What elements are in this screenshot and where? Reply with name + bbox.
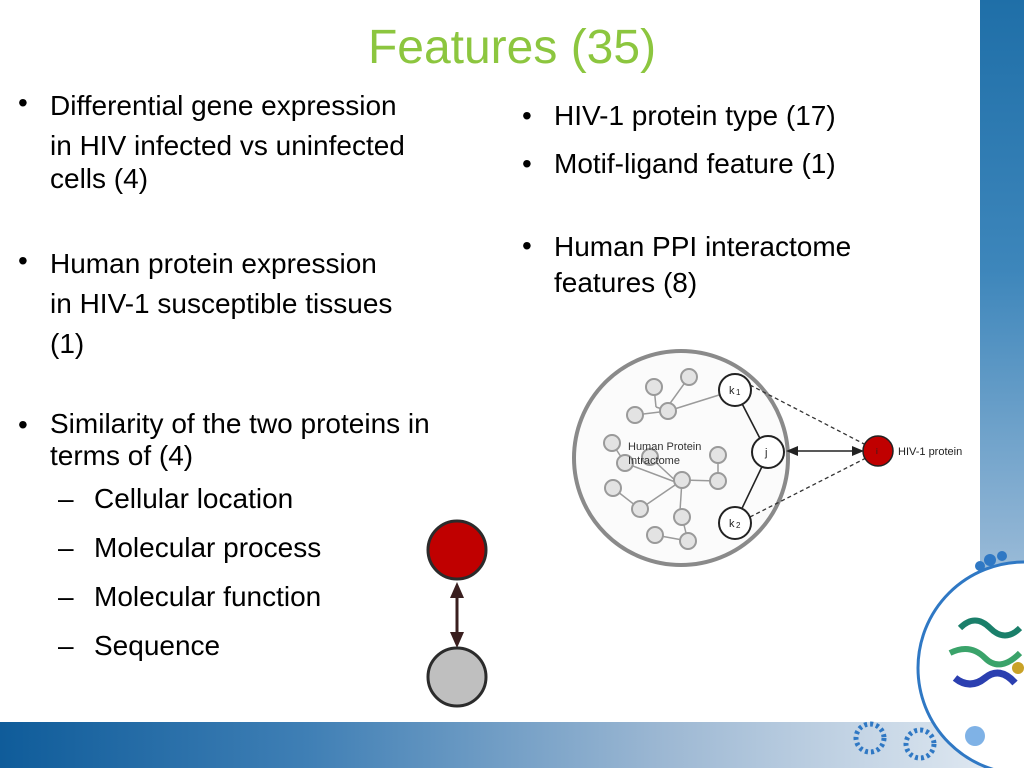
hiv-node-label: i	[876, 447, 878, 456]
slide-title: Features (35)	[367, 21, 657, 74]
node-j-label: j	[764, 447, 767, 459]
sub-list: – Cellular location – Molecular process …	[18, 474, 518, 670]
sub-item-sequence: – Sequence	[18, 621, 518, 670]
interactome-network-diagram: Human Protein Intractome k 1 j k 2 i HIV…	[572, 349, 962, 567]
arrow-head-left	[786, 446, 798, 456]
bullet-differential-expression: • Differential gene expression in HIV in…	[18, 86, 518, 194]
right-column: • HIV-1 protein type (17) • Motif-ligand…	[522, 97, 972, 301]
hiv-node-red	[426, 519, 488, 581]
hiv-protein-label: HIV-1 protein	[898, 446, 962, 458]
bullet-mark: •	[18, 87, 28, 118]
sub-item-label: Sequence	[94, 630, 221, 661]
hiv-protein-node	[862, 435, 894, 467]
node-j	[751, 435, 785, 469]
bullet-line: features (8)	[554, 267, 698, 298]
sub-item-molecular-function: – Molecular function	[18, 572, 518, 621]
bullet-line: Differential gene expression	[50, 90, 397, 121]
bullet-line: Similarity of the two proteins in	[50, 408, 430, 439]
dash-mark: –	[58, 581, 74, 612]
decorative-molecule-graphic	[853, 551, 1024, 768]
bullet-line: cells (4)	[50, 163, 149, 194]
bullet-hiv-protein-type: • HIV-1 protein type (17)	[522, 97, 972, 135]
interactome-label-line1: Human Protein	[628, 441, 701, 453]
bullet-mark: •	[522, 148, 532, 179]
sub-item-label: Cellular location	[94, 483, 294, 514]
node-k2-label: k	[729, 518, 735, 530]
dash-mark: –	[58, 532, 74, 563]
sub-item-label: Molecular process	[94, 532, 322, 563]
bullet-mark: •	[18, 245, 28, 276]
node-k1-subscript: 1	[736, 388, 741, 397]
arrow-head-down	[450, 632, 464, 648]
arrow-head-up	[450, 582, 464, 598]
dashed-edges	[749, 384, 869, 518]
bottom-decor-bar	[0, 722, 1024, 768]
bullet-mark: •	[18, 409, 28, 440]
bullet-line: Human PPI interactome	[554, 231, 852, 262]
bullet-motif-ligand: • Motif-ligand feature (1)	[522, 145, 972, 183]
virus-particle-icon	[853, 551, 1007, 761]
bullet-line: in HIV-1 susceptible tissues	[50, 288, 393, 319]
bullet-line: terms of (4)	[50, 440, 194, 471]
interactome-label-line2: Intractome	[628, 455, 680, 467]
bullet-mark: •	[522, 100, 532, 131]
protein-pair-diagram	[426, 519, 488, 708]
bullet-line: (1)	[50, 328, 85, 359]
dash-mark: –	[58, 630, 74, 661]
node-k1-label: k	[729, 385, 735, 397]
node-k2-subscript: 2	[736, 521, 741, 530]
sub-item-molecular-process: – Molecular process	[18, 523, 518, 572]
bullet-text: HIV-1 protein type (17)	[554, 100, 836, 131]
bullet-ppi-interactome: • Human PPI interactome features (8)	[522, 229, 972, 301]
arrow-head-right	[852, 446, 864, 456]
dash-mark: –	[58, 483, 74, 514]
protein-ribbon-icon	[948, 617, 1024, 688]
bullet-protein-expression: • Human protein expression in HIV-1 susc…	[18, 244, 518, 364]
left-column: • Differential gene expression in HIV in…	[18, 86, 518, 670]
node-k2	[718, 506, 752, 540]
bullet-text: Motif-ligand feature (1)	[554, 148, 836, 179]
sub-item-label: Molecular function	[94, 581, 322, 612]
bullet-similarity: • Similarity of the two proteins in term…	[18, 408, 518, 472]
decor-ring	[916, 560, 1024, 768]
interactome-nodes	[603, 368, 727, 550]
bullet-mark: •	[522, 230, 532, 261]
bullet-line: in HIV infected vs uninfected	[50, 130, 405, 161]
human-node-gray	[426, 646, 488, 708]
bullet-line: Human protein expression	[50, 248, 377, 279]
sub-item-cellular-location: – Cellular location	[18, 474, 518, 523]
node-k1	[718, 373, 752, 407]
